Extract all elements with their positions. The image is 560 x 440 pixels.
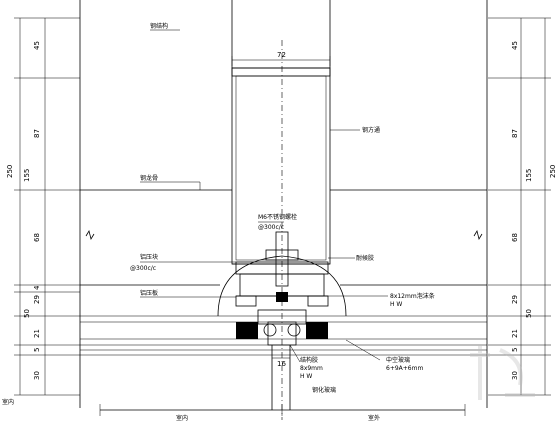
right-dim-5: 5 (511, 348, 519, 352)
label-right-block: 8x12mm泡沫条 (390, 292, 435, 300)
right-dim-50: 50 (525, 309, 533, 318)
left-dimension-chain: 250 45 87 155 68 4 29 50 21 5 30 (6, 17, 80, 396)
label-bottom-right-2: 6+9A+6mm (386, 365, 423, 372)
label-left-cover: 铝压板 (140, 289, 158, 297)
right-dim-45: 45 (511, 41, 519, 50)
label-steel-tube: 钢方通 (362, 126, 380, 134)
label-left-clip: 铝压块 (140, 253, 158, 261)
right-dim-155: 155 (525, 169, 533, 182)
label-left-beam: 钢龙骨 (140, 174, 158, 182)
left-dim-68: 68 (33, 233, 41, 242)
left-dim-45: 45 (33, 41, 41, 50)
right-dim-30: 30 (511, 371, 519, 380)
right-dim-29: 29 (511, 295, 519, 304)
label-bottom-left-hw: H W (300, 373, 312, 380)
left-dim-21: 21 (33, 329, 41, 338)
label-ceiling-top: 钢结构 (150, 22, 168, 30)
left-dim-29: 29 (33, 295, 41, 304)
left-dim-50: 50 (23, 309, 31, 318)
left-overall-dim: 250 (6, 165, 14, 178)
label-bottom-left-2: 8x9mm (300, 365, 323, 372)
label-bolt-spacing: @300c/c (258, 224, 284, 231)
leader-lines (140, 29, 388, 363)
label-bolt: M6不锈钢螺栓 (258, 213, 297, 221)
label-left-clip-spacing: @300c/c (130, 265, 156, 272)
watermark-logo (470, 345, 535, 400)
annotations: 钢结构 钢方通 钢龙骨 M6不锈钢螺栓 @300c/c 铝压块 @300c/c … (2, 22, 435, 422)
left-dim-155: 155 (23, 169, 31, 182)
structure-outline (79, 0, 488, 408)
steel-tube: 72 (231, 51, 331, 265)
label-right-block-hw: H W (390, 301, 402, 308)
right-dim-68: 68 (511, 233, 519, 242)
top-width-dim: 72 (277, 51, 286, 59)
label-bottom-right-1: 中空玻璃 (386, 356, 410, 364)
left-dim-4: 4 (33, 285, 41, 290)
left-dim-30: 30 (33, 371, 41, 380)
label-corner-left: 室内 (2, 398, 14, 406)
left-dim-87: 87 (33, 129, 41, 138)
connector-assembly (217, 231, 347, 317)
label-right-sealant: 耐候胶 (356, 254, 374, 262)
base-line: 16 (99, 357, 466, 416)
label-bottom-center: 钢化玻璃 (312, 386, 336, 394)
right-dim-87: 87 (511, 129, 519, 138)
left-dim-5: 5 (33, 348, 41, 352)
label-bottom-left-1: 结构胶 (300, 356, 318, 364)
right-overall-dim: 250 (549, 165, 557, 178)
label-base-left: 室内 (176, 414, 188, 422)
right-dimension-chain: 250 45 87 155 68 29 50 21 5 30 (488, 17, 557, 396)
right-dim-21: 21 (511, 329, 519, 338)
glass-panels (80, 309, 487, 410)
label-base-right: 室外 (368, 414, 380, 422)
bottom-gap-dim: 16 (277, 360, 286, 368)
